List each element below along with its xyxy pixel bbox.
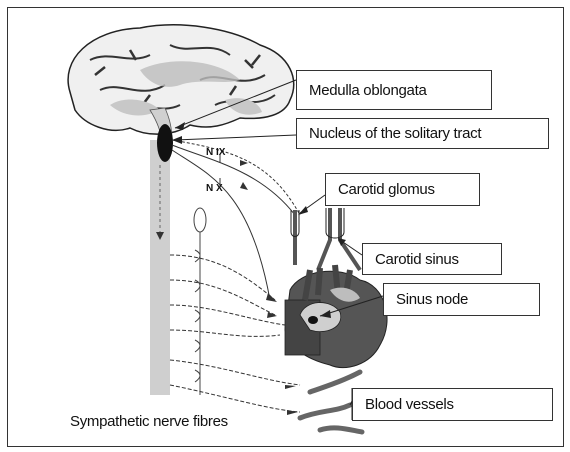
nerve-ix-label: N IX — [206, 147, 225, 158]
efferent-fibres — [170, 255, 300, 412]
cranial-nerves — [172, 140, 300, 300]
medulla-label: Medulla oblongata — [296, 70, 492, 110]
nucleus-label: Nucleus of the solitary tract — [296, 118, 549, 149]
nucleus-marker — [157, 124, 173, 162]
heart — [285, 265, 387, 368]
blood-vessels-label: Blood vessels — [352, 388, 553, 421]
sympathetic-chain — [194, 208, 206, 395]
carotid-wall — [291, 208, 344, 238]
brain — [68, 25, 294, 140]
carotid-sinus-label: Carotid sinus — [362, 243, 502, 275]
carotid-glomus-label: Carotid glomus — [325, 173, 480, 206]
sympathetic-label: Sympathetic nerve fibres — [70, 413, 228, 430]
sinus-node-label: Sinus node — [383, 283, 540, 316]
nerve-x-label: N X — [206, 183, 223, 194]
carotid-arteries — [295, 208, 360, 270]
